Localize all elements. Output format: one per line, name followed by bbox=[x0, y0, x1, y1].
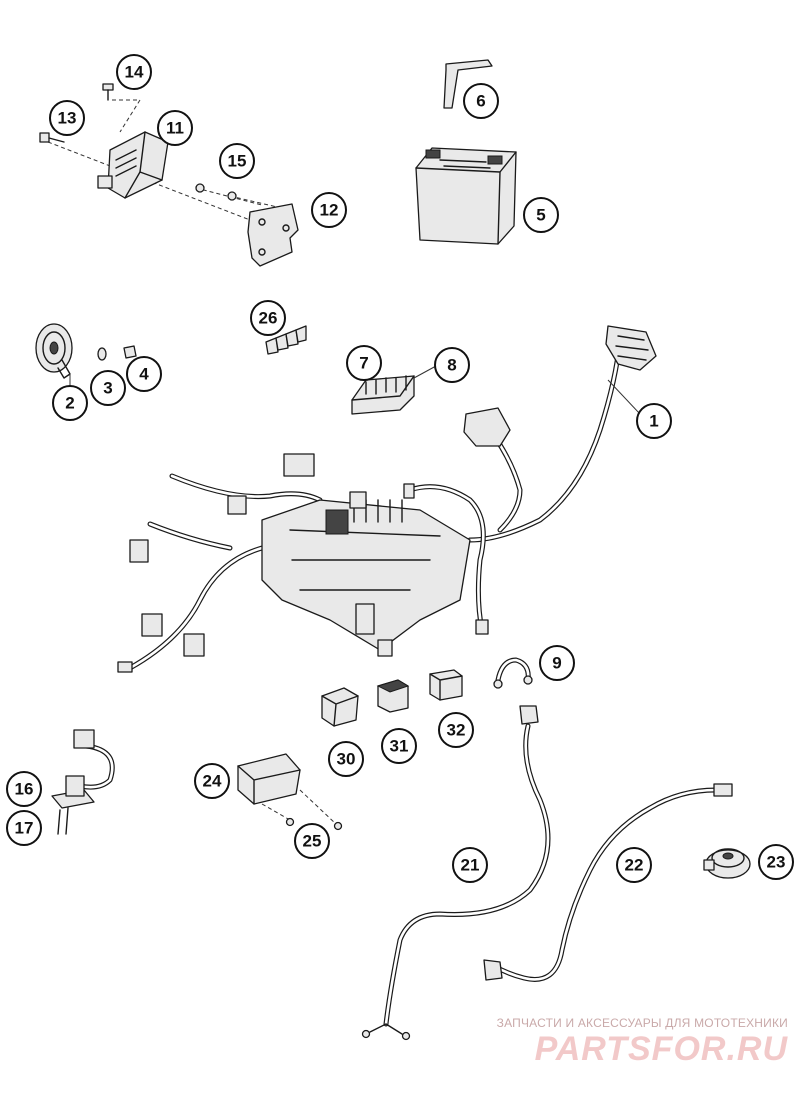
callout-label: 12 bbox=[320, 201, 339, 220]
relay-set bbox=[321, 669, 463, 727]
battery bbox=[415, 147, 517, 245]
callout-21: 21 bbox=[452, 847, 488, 883]
watermark-tagline: ЗАПЧАСТИ И АКСЕССУАРЫ ДЛЯ МОТОТЕХНИКИ bbox=[496, 1016, 788, 1030]
callout-1: 1 bbox=[636, 403, 672, 439]
callout-11: 11 bbox=[157, 110, 193, 146]
callout-label: 14 bbox=[125, 63, 144, 82]
callout-32: 32 bbox=[438, 712, 474, 748]
callout-label: 13 bbox=[58, 109, 77, 128]
callout-label: 1 bbox=[649, 412, 658, 431]
callout-14: 14 bbox=[116, 54, 152, 90]
callout-label: 4 bbox=[139, 365, 149, 384]
callout-17: 17 bbox=[6, 810, 42, 846]
callout-label: 7 bbox=[359, 354, 368, 373]
callout-9: 9 bbox=[539, 645, 575, 681]
callout-12: 12 bbox=[311, 192, 347, 228]
watermark-logo: PARTSFOR.RU bbox=[534, 1030, 788, 1068]
horn-assembly bbox=[35, 323, 137, 392]
callout-label: 32 bbox=[447, 721, 466, 740]
battery-hold-clip bbox=[443, 59, 493, 109]
callout-13: 13 bbox=[49, 100, 85, 136]
control-box-assembly bbox=[237, 753, 343, 831]
sensor-assembly bbox=[51, 729, 115, 835]
callout-label: 21 bbox=[461, 856, 480, 875]
callout-25: 25 bbox=[294, 823, 330, 859]
callout-6: 6 bbox=[463, 83, 499, 119]
callout-label: 11 bbox=[166, 119, 184, 138]
callout-31: 31 bbox=[381, 728, 417, 764]
callout-26: 26 bbox=[250, 300, 286, 336]
callout-label: 15 bbox=[228, 152, 247, 171]
control-unit-assembly bbox=[39, 83, 299, 267]
callout-label: 3 bbox=[103, 379, 112, 398]
callout-label: 30 bbox=[337, 750, 356, 769]
callout-2: 2 bbox=[52, 385, 88, 421]
callout-label: 2 bbox=[65, 394, 74, 413]
callout-label: 5 bbox=[536, 206, 545, 225]
ground-cable bbox=[493, 657, 533, 689]
buzzer bbox=[703, 848, 751, 879]
callout-8: 8 bbox=[434, 347, 470, 383]
callout-22: 22 bbox=[616, 847, 652, 883]
watermark: ЗАПЧАСТИ И АКСЕССУАРЫ ДЛЯ МОТОТЕХНИКИ PA… bbox=[478, 1016, 788, 1068]
cable-21 bbox=[361, 705, 551, 1041]
callout-label: 25 bbox=[303, 832, 322, 851]
clip-set bbox=[265, 325, 307, 355]
callout-label: 6 bbox=[476, 92, 485, 111]
callout-23: 23 bbox=[758, 844, 794, 880]
cable-22 bbox=[483, 783, 733, 982]
callout-label: 17 bbox=[15, 819, 34, 838]
callout-label: 26 bbox=[259, 309, 278, 328]
callout-4: 4 bbox=[126, 356, 162, 392]
callout-3: 3 bbox=[90, 370, 126, 406]
callout-label: 22 bbox=[625, 856, 644, 875]
callout-15: 15 bbox=[219, 143, 255, 179]
callout-16: 16 bbox=[6, 771, 42, 807]
callout-label: 31 bbox=[390, 737, 409, 756]
callout-label: 24 bbox=[203, 772, 222, 791]
callout-label: 16 bbox=[15, 780, 34, 799]
main-wire-harness bbox=[117, 325, 657, 673]
callout-5: 5 bbox=[523, 197, 559, 233]
callout-label: 8 bbox=[447, 356, 456, 375]
callout-label: 23 bbox=[767, 853, 786, 872]
callout-24: 24 bbox=[194, 763, 230, 799]
callout-label: 9 bbox=[552, 654, 561, 673]
callout-30: 30 bbox=[328, 741, 364, 777]
callout-7: 7 bbox=[346, 345, 382, 381]
